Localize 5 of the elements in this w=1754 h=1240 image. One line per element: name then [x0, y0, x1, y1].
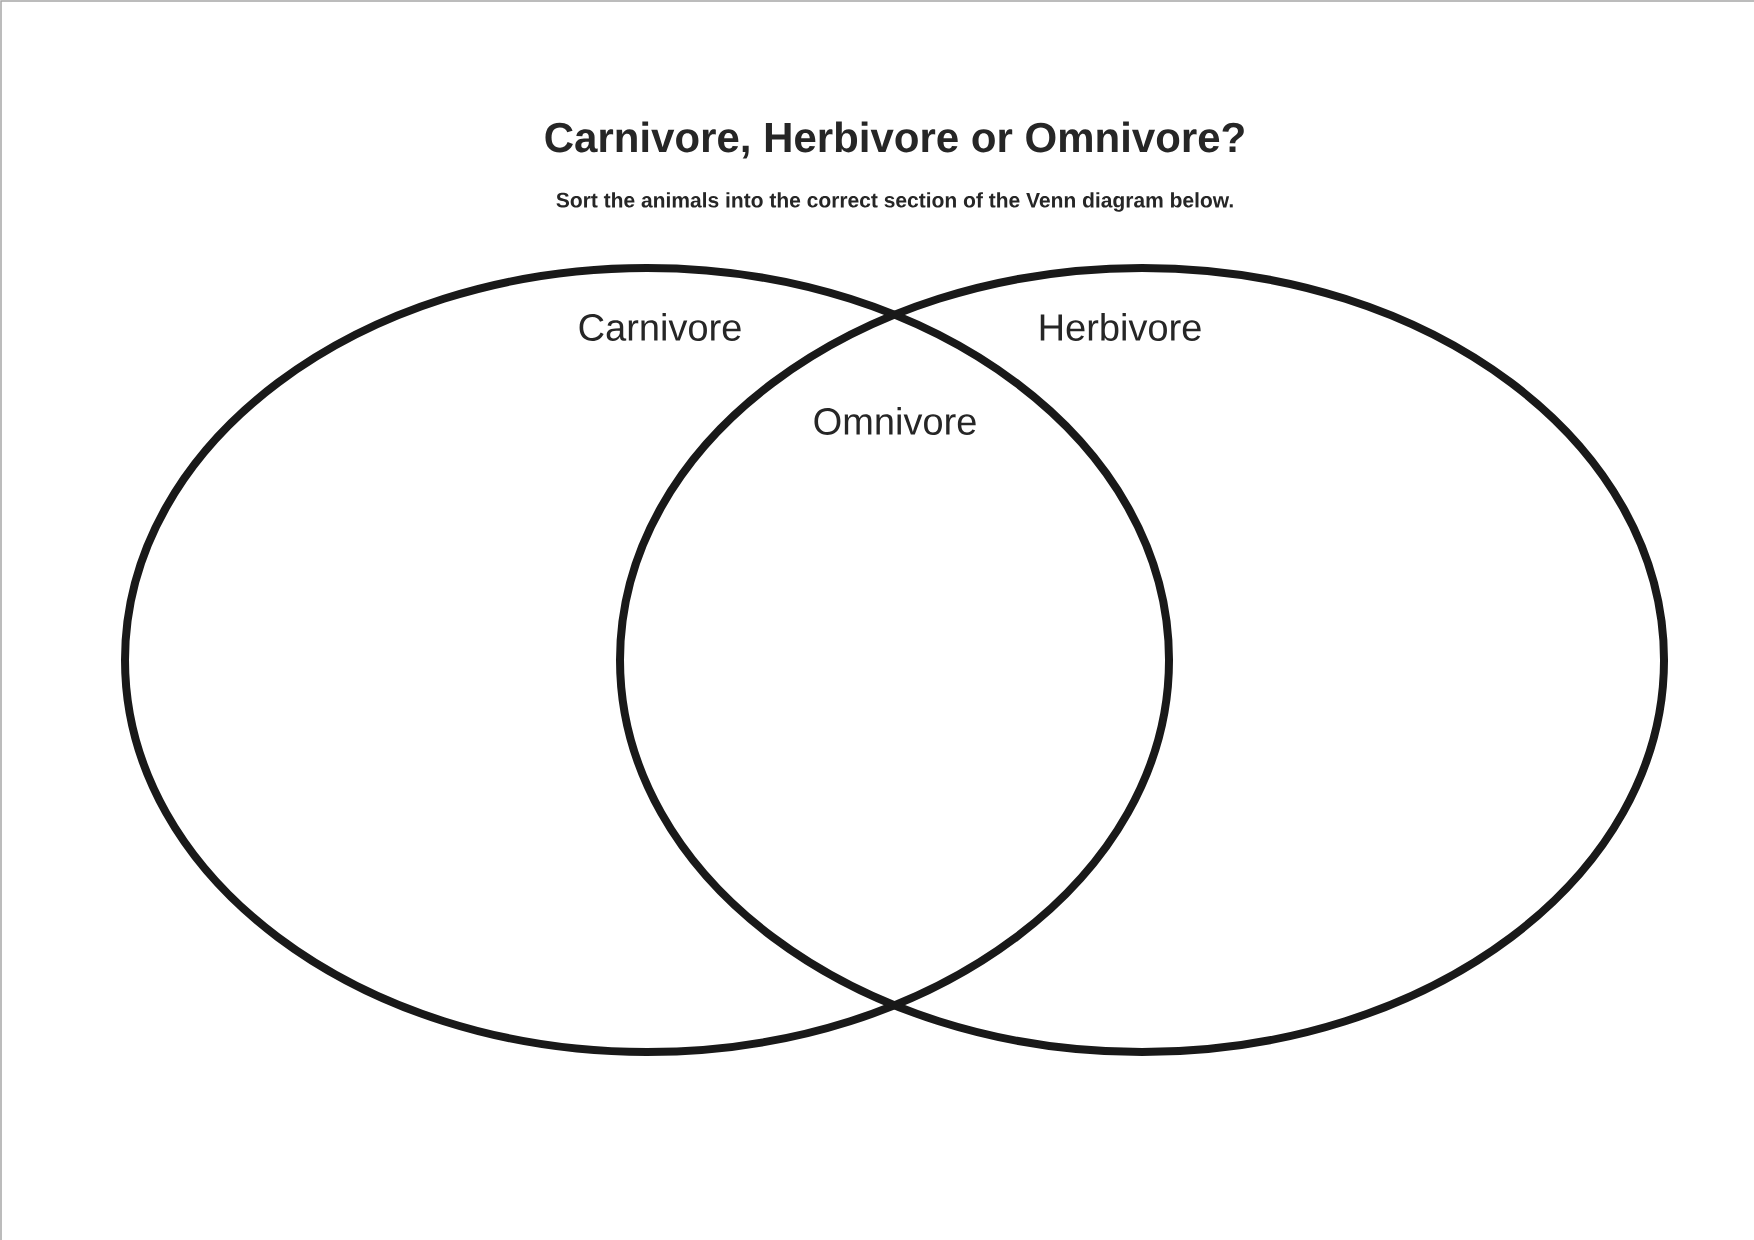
- set-label: Carnivore: [579, 313, 741, 341]
- subtitle: Sort the animals into the correct section of the Venn diagram below.: [556, 192, 1233, 212]
- title: Carnivore, Herbivore or Omnivore?: [545, 121, 1244, 159]
- set-label: Herbivore: [1040, 313, 1201, 341]
- set-label: Omnivore: [814, 407, 976, 435]
